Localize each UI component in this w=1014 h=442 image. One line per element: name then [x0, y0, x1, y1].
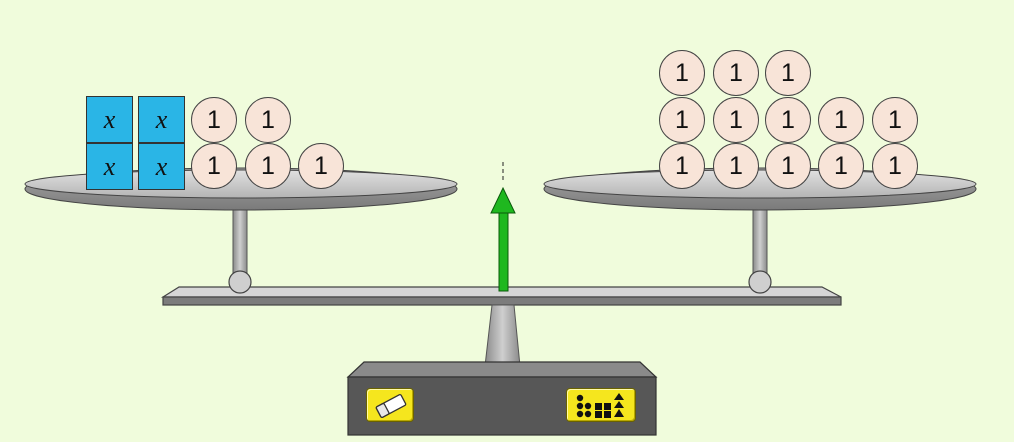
right-pan-post: [752, 204, 768, 282]
left-pivot: [228, 270, 252, 294]
beam-front: [162, 296, 842, 306]
unit-token[interactable]: 1: [245, 97, 291, 143]
left-pan: [24, 169, 458, 199]
unit-token[interactable]: 1: [659, 97, 705, 143]
unit-token[interactable]: 1: [298, 143, 344, 189]
x-tile[interactable]: x: [138, 143, 185, 190]
eraser-button[interactable]: [366, 388, 414, 422]
unit-token[interactable]: 1: [245, 143, 291, 189]
right-pivot: [748, 270, 772, 294]
x-tile[interactable]: x: [86, 96, 133, 143]
right-pan: [543, 169, 977, 199]
unit-token[interactable]: 1: [713, 97, 759, 143]
fulcrum-stand: [484, 304, 521, 367]
unit-token[interactable]: 1: [872, 143, 918, 189]
unit-token[interactable]: 1: [713, 50, 759, 96]
shapes-icon: [576, 393, 624, 418]
x-tile[interactable]: x: [86, 143, 133, 190]
unit-token[interactable]: 1: [659, 143, 705, 189]
unit-token[interactable]: 1: [659, 50, 705, 96]
left-pan-post: [232, 204, 248, 282]
shapes-button[interactable]: [566, 388, 636, 422]
unit-token[interactable]: 1: [765, 50, 811, 96]
unit-token[interactable]: 1: [191, 97, 237, 143]
unit-token[interactable]: 1: [872, 97, 918, 143]
unit-token[interactable]: 1: [713, 143, 759, 189]
balance-indicator-arrow: [490, 186, 516, 292]
unit-token[interactable]: 1: [818, 97, 864, 143]
unit-token[interactable]: 1: [191, 143, 237, 189]
eraser-icon: [375, 394, 407, 418]
x-tile[interactable]: x: [138, 96, 185, 143]
unit-token[interactable]: 1: [765, 97, 811, 143]
unit-token[interactable]: 1: [765, 143, 811, 189]
base-top: [346, 361, 658, 378]
unit-token[interactable]: 1: [818, 143, 864, 189]
